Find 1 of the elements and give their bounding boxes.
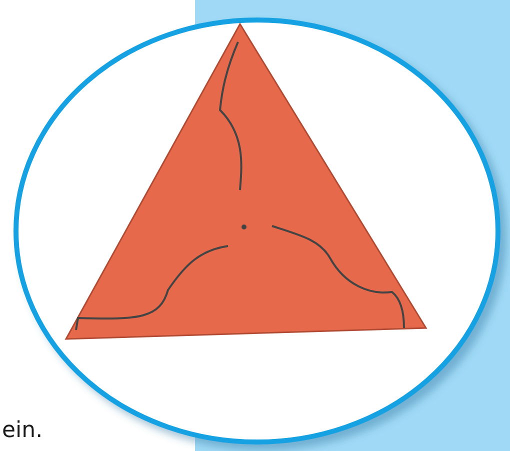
- text-fragment: ein.: [2, 418, 43, 444]
